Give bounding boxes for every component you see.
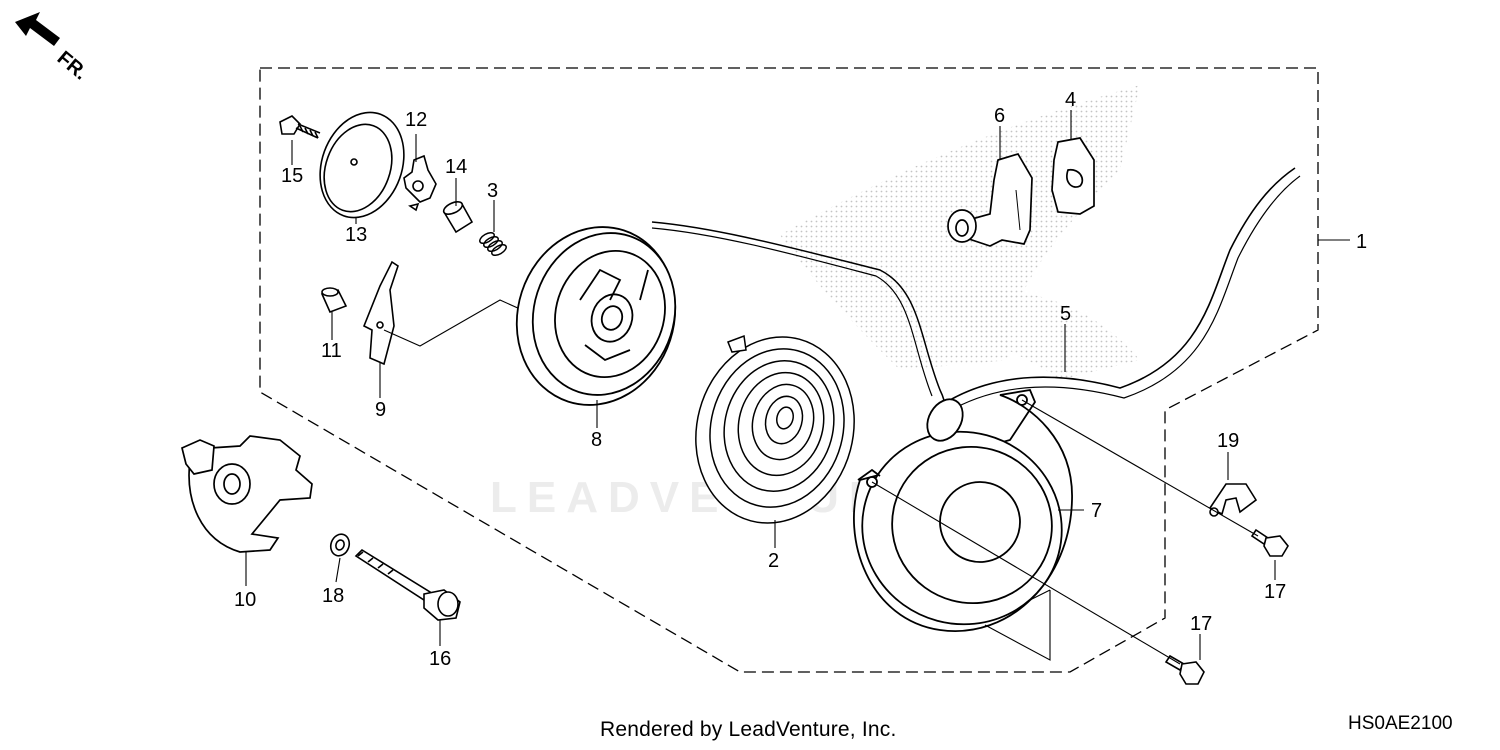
callout-16: 16	[429, 648, 451, 670]
part-7-case	[853, 388, 1073, 632]
part-19-clip	[1208, 483, 1258, 517]
part-5-rope-edge	[954, 175, 1301, 409]
callout-11: 11	[321, 340, 342, 362]
part-10-starter-pulley	[181, 435, 313, 553]
callout-7: 7	[1091, 500, 1102, 522]
footer-credit: Rendered by LeadVenture, Inc.	[600, 718, 897, 741]
part-9-ratchet	[362, 260, 399, 366]
part-8-reel	[515, 226, 677, 406]
callout-15: 15	[281, 165, 303, 187]
callout-5: 5	[1060, 303, 1071, 325]
callout-17-upper: 17	[1264, 581, 1286, 603]
part-17-bolt-upper	[1250, 528, 1289, 557]
part-11-pin	[320, 287, 348, 314]
part-14-collar	[442, 201, 474, 234]
front-direction-label: FR.	[53, 47, 92, 85]
part-15-bolt	[279, 115, 321, 139]
part-16-bolt	[354, 548, 461, 621]
assembly-boundary	[259, 67, 1319, 673]
part-13-plate	[319, 111, 405, 219]
callout-17-lower: 17	[1190, 613, 1212, 635]
callout-2: 2	[768, 550, 779, 572]
part-17-bolt-lower	[1164, 654, 1205, 685]
callout-14: 14	[445, 156, 467, 178]
callout-9: 9	[375, 399, 386, 421]
callout-18: 18	[322, 585, 344, 607]
part-5-rope	[949, 167, 1296, 401]
front-direction-arrow-icon: FR.	[15, 12, 92, 85]
part-12-guide	[403, 154, 437, 212]
callout-13: 13	[345, 224, 367, 246]
starter-rope-inner	[651, 227, 933, 397]
callout-8: 8	[591, 429, 602, 451]
callout-3: 3	[487, 180, 498, 202]
callout-1: 1	[1356, 231, 1367, 253]
leader-lines	[245, 110, 1350, 665]
part-2-spiral-spring	[695, 334, 855, 524]
part-6-rope-grip	[947, 152, 1033, 247]
background-logo-shading-2	[930, 290, 1140, 380]
callout-10: 10	[234, 589, 256, 611]
callout-4: 4	[1065, 89, 1076, 111]
part-3-spring	[479, 231, 507, 257]
callout-6: 6	[994, 105, 1005, 127]
part-18-washer	[329, 533, 351, 557]
callout-12: 12	[405, 109, 427, 131]
part-4-grip-cover	[1051, 137, 1095, 215]
callout-19: 19	[1217, 430, 1239, 452]
diagram-code: HS0AE2100	[1348, 713, 1453, 734]
